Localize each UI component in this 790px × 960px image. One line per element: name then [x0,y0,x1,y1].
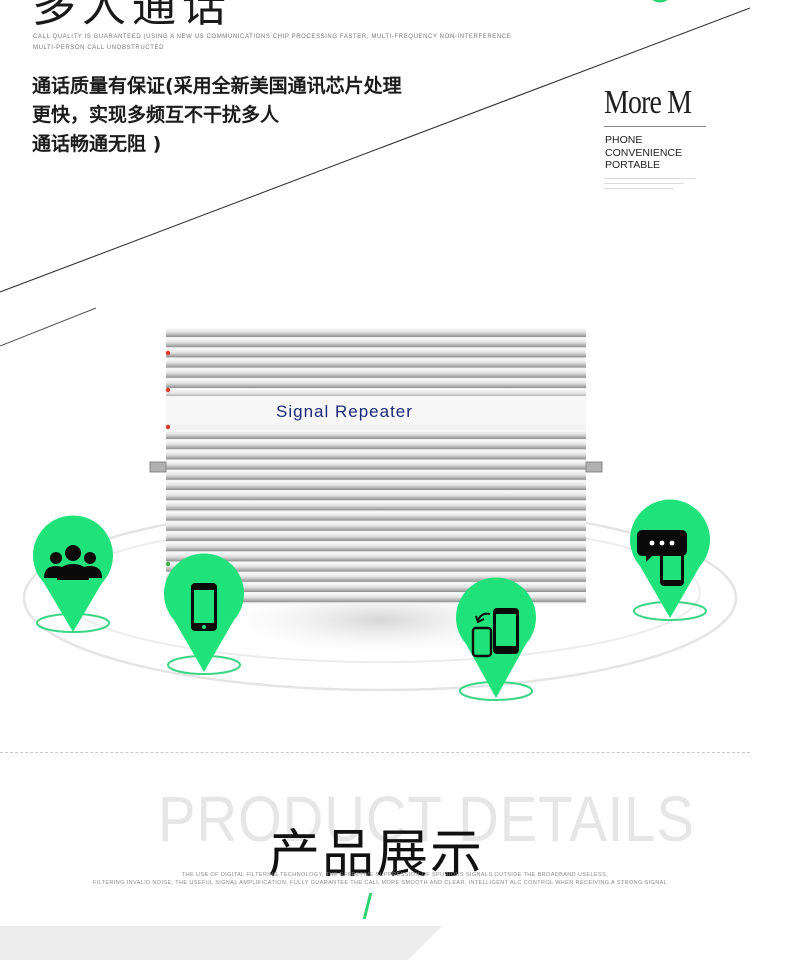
diagonal-line-lower [0,307,97,347]
heat-sink-fin [166,481,586,490]
heat-sink-fin [166,501,586,511]
feature-title: 多人通话 [32,0,232,32]
details-desc-line-1: THE USE OF DIGITAL FILTERING TECHNOLOGY,… [181,872,609,878]
more-title: More M [604,84,692,121]
heat-sink-fin [166,542,586,552]
more-faint-rule-1 [604,178,696,179]
smartphone-icon [191,583,217,631]
heat-sink-fin [166,440,586,450]
more-item-phone: PHONE [605,134,643,146]
heat-sink-fin [166,450,586,460]
pin-smartphone [164,553,244,675]
heat-sink-fin [166,470,586,480]
signal-repeater-device: Signal Repeater [149,328,603,604]
section-divider [0,752,750,753]
heat-sink-fin [166,583,586,592]
heat-sink-fin [166,593,586,603]
heat-sink-fin [166,430,586,439]
green-accent-arc [652,0,668,3]
antenna-port-right[interactable] [585,461,603,473]
bottom-gray-band [0,926,442,960]
feature-description-line-3: 通话畅通无阻 ) [32,133,162,155]
heat-sink-fin [166,521,586,531]
heat-sink-fin [166,460,586,470]
product-illustration: Signal Repeater [22,328,738,701]
heat-sink-fin [166,552,586,562]
feature-description-line-1: 通话质量有保证(采用全新美国通讯芯片处理 [32,75,402,97]
green-accent-mark [362,893,373,919]
led-red-3 [165,424,171,430]
details-watermark: PRODUCT DETAILS [158,783,695,855]
device-label: Signal Repeater [276,402,413,421]
heat-sink-fin [166,338,586,348]
feature-description-line-2: 更快，实现多频互不干扰多人 [32,104,280,126]
user-group-icon [44,545,102,580]
feature-subtitle-line-2: MULTI-PERSON CALL UNOBSTRUCTED [33,45,165,51]
more-faint-rule-3 [604,188,674,189]
heat-sink-fin [166,491,586,501]
heat-sink-fin [166,358,586,368]
heat-sink-fin [166,328,586,337]
led-red-2 [165,387,171,393]
more-faint-rule-2 [604,183,684,184]
feature-subtitle-line-1: CALL QUALITY IS GUARANTEED (USING A NEW … [33,34,512,40]
antenna-port-left[interactable] [149,461,167,473]
diagonal-decoration [0,0,751,347]
heat-sink-fin [166,572,586,582]
heat-sink-fin [166,379,586,388]
phone-transfer-icon [471,608,519,658]
feature-description: 通话质量有保证(采用全新美国通讯芯片处理 更快，实现多频互不干扰多人 通话畅通无… [32,72,402,159]
heat-sink-fin [166,348,586,358]
more-item-convenience: CONVENIENCE [605,146,683,159]
led-red-1 [165,350,171,356]
heat-sink-fin [166,368,586,378]
more-rule [604,126,706,127]
heat-sink-fin [166,562,586,572]
led-green [165,561,171,567]
pin-user-group [33,515,114,633]
more-items: PHONE CONVENIENCE PORTABLE [605,134,682,172]
chat-phone-icon [637,530,687,586]
diagonal-line-upper [0,7,751,293]
details-desc-line-2: FILTERING INVALID NOISE, THE USEFUL SIGN… [92,880,668,886]
label-plate [166,396,586,424]
heat-sink-fin [166,389,586,399]
heat-sink-fin [166,532,586,541]
details-title: 产品展示 [268,825,485,885]
pin-chat-phone [629,499,710,621]
pin-phone-transfer [456,577,536,701]
heat-sink-fin [166,511,586,521]
more-item-portable: PORTABLE [605,159,661,171]
device-fins [166,328,586,603]
